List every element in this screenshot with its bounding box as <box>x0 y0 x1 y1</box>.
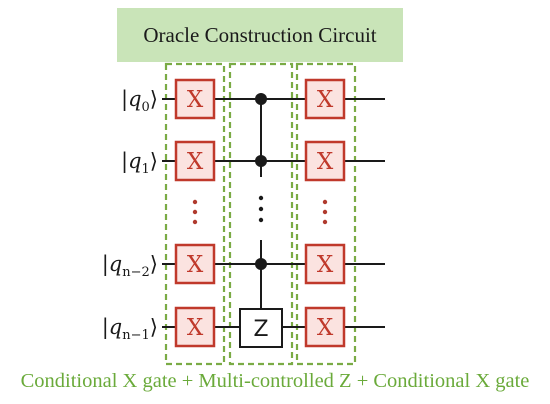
svg-text:X: X <box>187 252 204 278</box>
svg-text:X: X <box>317 87 334 113</box>
x-gate-right-qn2: X <box>304 243 346 285</box>
diagram-title: Oracle Construction Circuit <box>143 22 377 47</box>
control-ellipsis <box>258 195 264 223</box>
x-gate-right-q1: X <box>304 140 346 182</box>
control-dot-q0 <box>255 93 267 105</box>
qubit-label-qn2: |qn−2⟩ <box>102 252 158 280</box>
left-x-ellipsis <box>192 199 198 225</box>
right-x-ellipsis <box>322 199 328 225</box>
caption: Conditional X gate + Multi-controlled Z … <box>20 370 530 392</box>
svg-text:Z: Z <box>253 317 268 342</box>
x-gate-left-q0: X <box>174 78 216 120</box>
svg-text:X: X <box>317 315 334 341</box>
x-gate-right-q0: X <box>304 78 346 120</box>
left-x-group-box <box>164 62 226 366</box>
control-dot-q1 <box>255 155 267 167</box>
right-x-group-box <box>295 62 357 366</box>
svg-text:X: X <box>187 87 204 113</box>
x-gate-left-qn1: X <box>174 306 216 348</box>
svg-text:X: X <box>187 315 204 341</box>
qubit-label-q1: |q1⟩ <box>121 149 158 177</box>
x-gate-left-q1: X <box>174 140 216 182</box>
svg-text:X: X <box>317 149 334 175</box>
z-gate: Z <box>239 308 283 348</box>
x-gate-left-qn2: X <box>174 243 216 285</box>
control-dot-qn2 <box>255 258 267 270</box>
x-gate-right-qn1: X <box>304 306 346 348</box>
qubit-label-qn1: |qn−1⟩ <box>102 315 158 343</box>
qubit-label-q0: |q0⟩ <box>121 87 158 115</box>
svg-text:X: X <box>187 149 204 175</box>
svg-text:X: X <box>317 252 334 278</box>
multi-controlled-z-group-box <box>228 62 294 366</box>
title-banner: Oracle Construction Circuit <box>117 8 403 62</box>
